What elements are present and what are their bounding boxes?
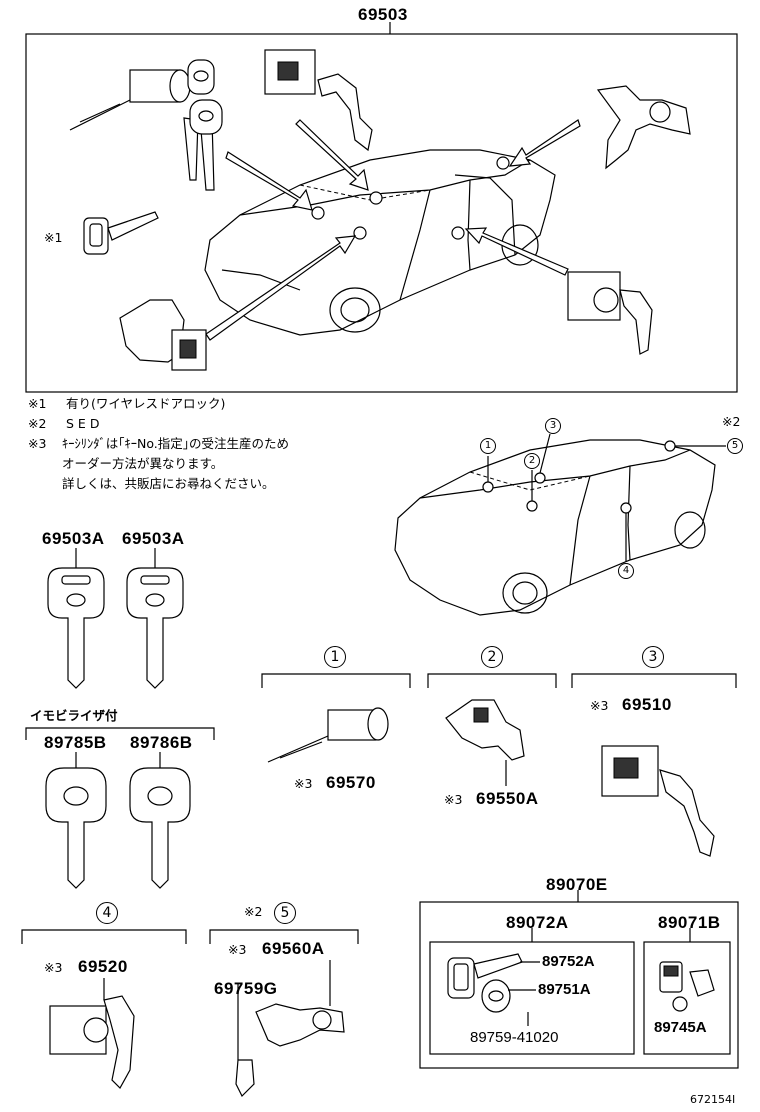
- figure-number: 672154I: [690, 1093, 736, 1106]
- mark-note1-key: ※1: [44, 230, 63, 245]
- main-assembly-frame: [25, 22, 738, 393]
- section-3: [571, 673, 737, 857]
- section-4: [21, 929, 187, 1089]
- callout-4: 4: [618, 563, 634, 579]
- label-69520: 69520: [78, 957, 128, 976]
- section-circle-1: 1: [324, 646, 346, 668]
- car-illustration-callouts: [394, 433, 726, 616]
- label-69759G: 69759G: [214, 979, 278, 998]
- mark-69570: ※3: [294, 776, 313, 791]
- mark-69510: ※3: [590, 698, 609, 713]
- door-lock-part-lower-left: [119, 299, 207, 371]
- door-lock-part-lower-right: [567, 271, 653, 355]
- mark-69560A: ※3: [228, 942, 247, 957]
- note3-line1: ｷｰｼﾘﾝﾀﾞは｢ｷｰNo.指定｣の受注生産のため: [62, 436, 290, 451]
- label-69550A: 69550A: [476, 789, 539, 808]
- callout-5: 5: [727, 438, 743, 454]
- label-89752A: 89752A: [542, 953, 595, 970]
- door-lock-part-top: [264, 49, 373, 152]
- wireless-key-part: [83, 211, 159, 255]
- section-5: [209, 929, 359, 1098]
- section-circle-3: 3: [642, 646, 664, 668]
- section-circle-2: 2: [481, 646, 503, 668]
- immobilizer-keys: [25, 727, 215, 889]
- mark-section5-sed: ※2: [244, 904, 263, 919]
- label-89759-41020: 89759-41020: [470, 1029, 559, 1046]
- callout-3: 3: [545, 418, 561, 434]
- mark-sed-car: ※2: [722, 414, 741, 429]
- door-lock-part-right: [596, 85, 691, 170]
- label-69510: 69510: [622, 695, 672, 714]
- label-89786B: 89786B: [130, 733, 193, 752]
- note3-mark: ※3: [28, 436, 47, 451]
- note2-mark: ※2: [28, 416, 47, 431]
- label-69503A-right: 69503A: [122, 529, 185, 548]
- label-89751A: 89751A: [538, 981, 591, 998]
- note1-mark: ※1: [28, 396, 47, 411]
- master-keys: [47, 548, 184, 689]
- ignition-cylinder-part: [69, 59, 223, 191]
- note1-text: 有り(ワイヤレスドアロック): [66, 396, 226, 411]
- label-89745A: 89745A: [654, 1019, 707, 1036]
- mark-69550A: ※3: [444, 792, 463, 807]
- mark-69520: ※3: [44, 960, 63, 975]
- note3-line2: オーダー方法が異なります。: [62, 456, 224, 471]
- section-circle-4: 4: [96, 902, 118, 924]
- label-69503A-left: 69503A: [42, 529, 105, 548]
- label-69570: 69570: [326, 773, 376, 792]
- label-89071B: 89071B: [658, 913, 721, 932]
- label-69560A: 69560A: [262, 939, 325, 958]
- label-69503: 69503: [358, 5, 408, 24]
- transmitter-set: [419, 890, 739, 1069]
- section-1: [261, 673, 411, 763]
- label-89072A: 89072A: [506, 913, 569, 932]
- section-2: [427, 673, 557, 786]
- label-89785B: 89785B: [44, 733, 107, 752]
- pointer-arrows: [205, 119, 581, 341]
- label-89070E: 89070E: [546, 875, 608, 894]
- note2-text: SED: [66, 416, 104, 431]
- section-circle-5: 5: [274, 902, 296, 924]
- note3-line3: 詳しくは、共販店にお尋ねください。: [62, 476, 275, 491]
- immobilizer-note: イモビライザ付: [30, 708, 118, 723]
- callout-2: 2: [524, 453, 540, 469]
- callout-1: 1: [480, 438, 496, 454]
